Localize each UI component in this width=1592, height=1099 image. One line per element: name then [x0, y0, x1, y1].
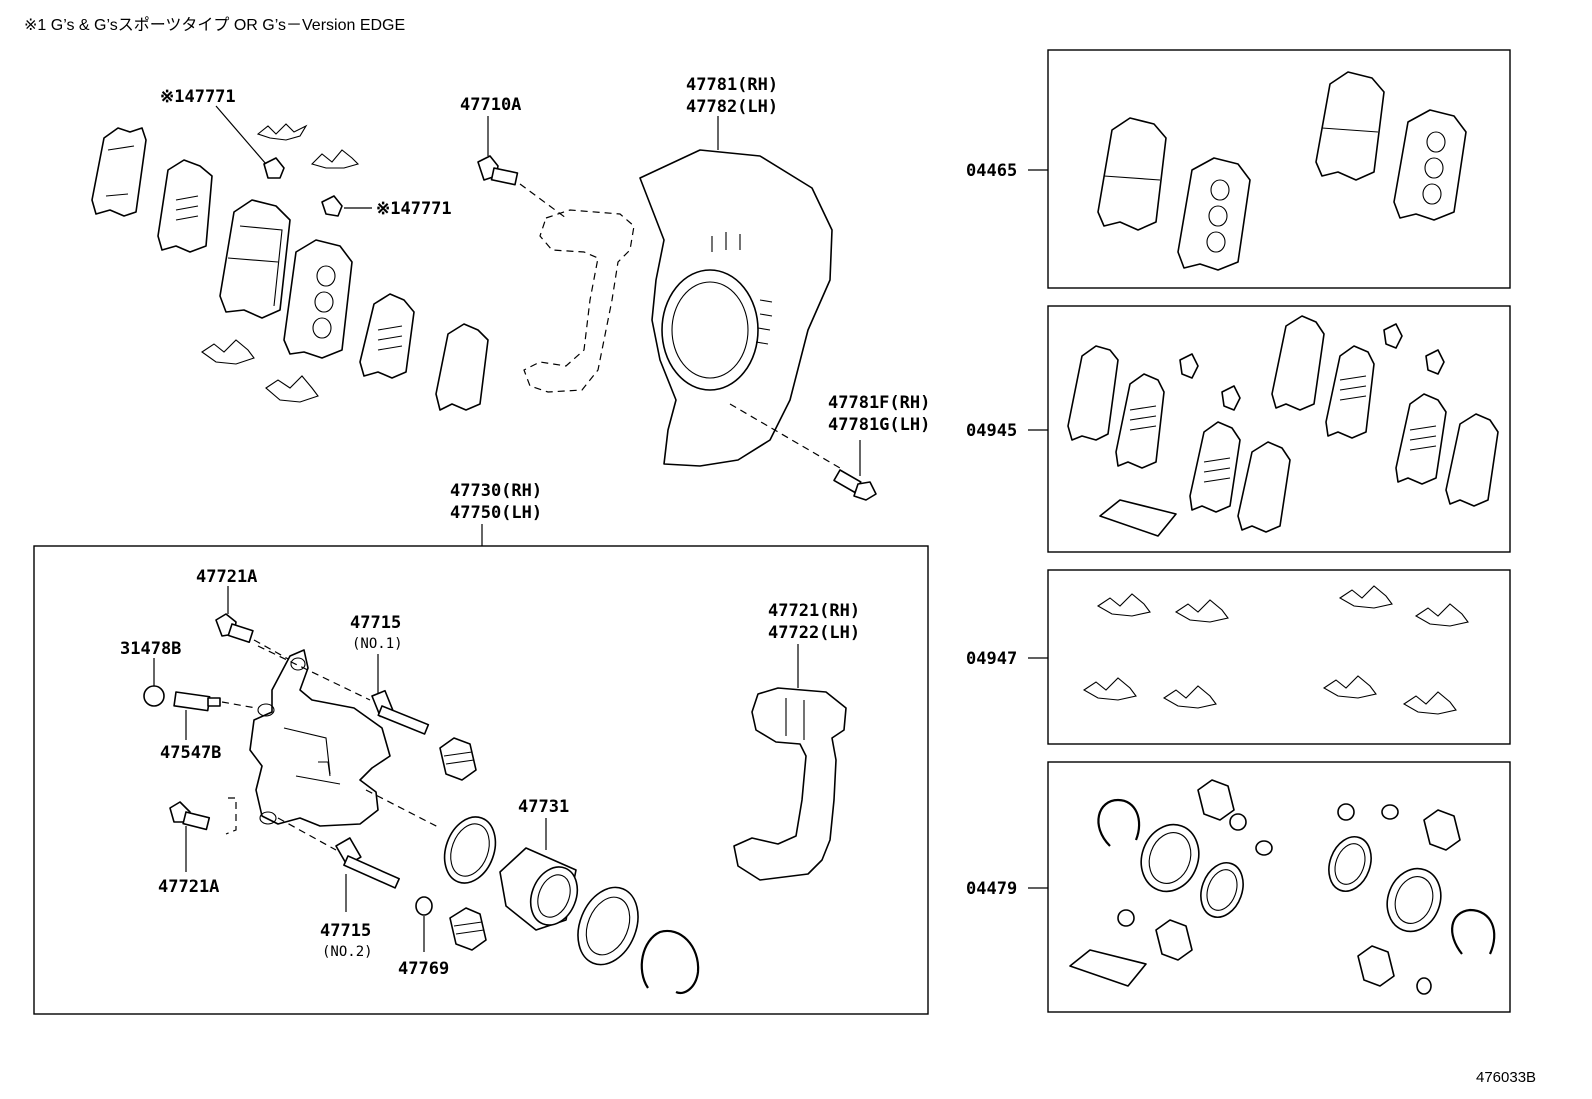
label-47721A-bot: 47721A — [158, 877, 219, 897]
diagram-code: 476033B — [1476, 1069, 1536, 1086]
label-31478B: 31478B — [120, 639, 181, 659]
caliper-assembly-frame — [33, 545, 929, 1015]
label-47771-mid: ※147771 — [376, 199, 452, 219]
label-47715-bot: 47715 — [320, 921, 371, 941]
kit-04947-frame — [1047, 569, 1511, 745]
label-04465: 04465 — [966, 161, 1017, 181]
diagram-header: ※1 G’s & G’sスポーツタイプ OR G’s－Version EDGE — [24, 16, 405, 34]
dust-shield — [639, 149, 833, 467]
label-47721A-top: 47721A — [196, 567, 257, 587]
kit-04465-pads — [1097, 71, 1467, 271]
caliper-body — [249, 649, 391, 827]
bleeder-cap-31478B — [143, 685, 165, 707]
pin-boot-top — [439, 737, 477, 781]
pin-boot-bottom — [449, 907, 487, 951]
label-47547B: 47547B — [160, 743, 221, 763]
label-04479: 04479 — [966, 879, 1017, 899]
kit-04947-clips — [1082, 585, 1469, 715]
caliper-bracket-47721 — [733, 687, 847, 881]
piston-seal — [443, 816, 497, 884]
label-47771-top: ※147771 — [160, 87, 236, 107]
bush-47769 — [415, 896, 433, 916]
kit-04479-parts — [1069, 779, 1496, 995]
bolt-47710A — [477, 155, 519, 186]
bolt-47721A-bottom — [169, 801, 211, 831]
label-47730: 47730(RH) — [450, 481, 542, 501]
kit-04465-frame — [1047, 49, 1511, 289]
pad-shims-group — [91, 123, 489, 411]
label-47715-no2: (NO.2) — [322, 944, 373, 960]
label-04945: 04945 — [966, 421, 1017, 441]
label-47715-top: 47715 — [350, 613, 401, 633]
label-47781: 47781(RH) — [686, 75, 778, 95]
label-04947: 04947 — [966, 649, 1017, 669]
guide-pin-no2 — [335, 837, 400, 889]
label-47715-no1: (NO.1) — [352, 636, 403, 652]
kit-04945-frame — [1047, 305, 1511, 553]
label-47722: 47722(LH) — [768, 623, 860, 643]
label-47721: 47721(RH) — [768, 601, 860, 621]
kit-04945-shims — [1067, 315, 1499, 537]
piston-dust-boot — [577, 886, 639, 966]
label-47782: 47782(LH) — [686, 97, 778, 117]
label-47769: 47769 — [398, 959, 449, 979]
bolt-47781F — [833, 469, 877, 501]
label-47750: 47750(LH) — [450, 503, 542, 523]
bolt-47721A-top — [215, 613, 254, 644]
retaining-ring — [640, 929, 700, 995]
piston-47731 — [499, 847, 579, 931]
label-47731: 47731 — [518, 797, 569, 817]
label-47710A: 47710A — [460, 95, 521, 115]
label-47781G: 47781G(LH) — [828, 415, 930, 435]
label-47781F: 47781F(RH) — [828, 393, 930, 413]
bleeder-plug-47547B — [173, 691, 221, 712]
kit-04479-frame — [1047, 761, 1511, 1013]
caliper-bracket-ghost — [523, 209, 635, 393]
